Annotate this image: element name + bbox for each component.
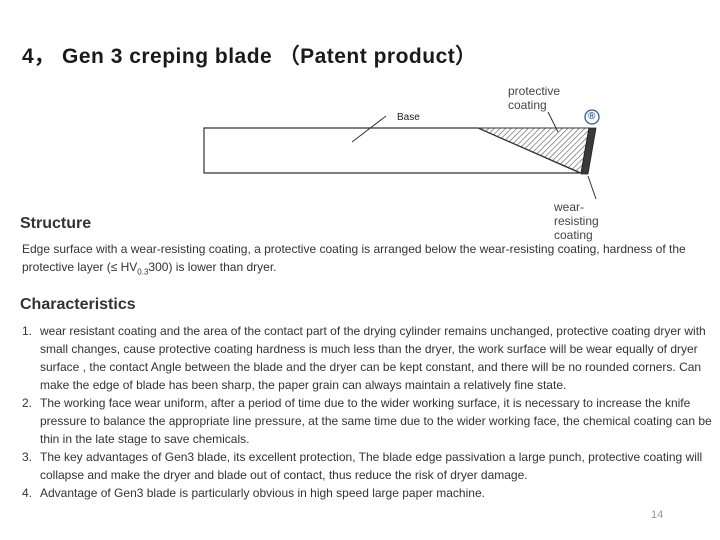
wear-resisting-coating [580,127,597,175]
wear-coating-label-line2: resisting [554,214,599,228]
list-item-text: The working face wear uniform, after a p… [40,396,712,446]
list-item-number: 2. [22,396,33,410]
list-item: 4. Advantage of Gen3 blade is particularl… [22,484,712,502]
list-item-text: wear resistant coating and the area of t… [40,324,706,392]
blade-diagram-graphic [203,109,600,200]
protective-leader-line [547,111,559,133]
list-item-text: Advantage of Gen3 blade is particularly … [40,486,485,500]
base-leader-line [351,115,387,143]
list-item-text: The key advantages of Gen3 blade, its ex… [40,450,703,482]
structure-text-end: 300) is lower than dryer. [148,260,277,274]
slide-title: 4， Gen 3 creping blade （Patent product） [22,45,477,68]
characteristics-list: 1. wear resistant coating and the area of… [22,322,712,502]
wear-leader-line [587,175,597,200]
list-item: 3. The key advantages of Gen3 blade, its … [22,448,712,484]
structure-text-main: Edge surface with a wear-resisting coati… [22,242,686,274]
list-item: 1. wear resistant coating and the area of… [22,322,712,394]
registered-mark: ® [588,111,596,122]
registered-mark-circle [584,109,600,125]
list-item: 2. The working face wear uniform, after a… [22,394,712,448]
wear-coating-label-line1: wear- [554,200,585,214]
list-item-number: 1. [22,324,33,338]
protective-coating-label-line2: coating [508,98,547,112]
list-item-number: 4. [22,486,33,500]
protective-coating-label-line1: protective [508,84,561,98]
structure-text: Edge surface with a wear-resisting coati… [22,240,712,281]
characteristics-heading: Characteristics [20,296,136,313]
list-item-number: 3. [22,450,33,464]
structure-heading: Structure [20,215,92,232]
base-label: Base [397,112,420,123]
page-number: 14 [651,509,664,521]
blade-diagram: Base protective coating ® wear- resistin… [0,0,720,250]
wear-coating-label-line3: coating [554,228,593,242]
structure-subscript: 0.3 [137,267,149,277]
